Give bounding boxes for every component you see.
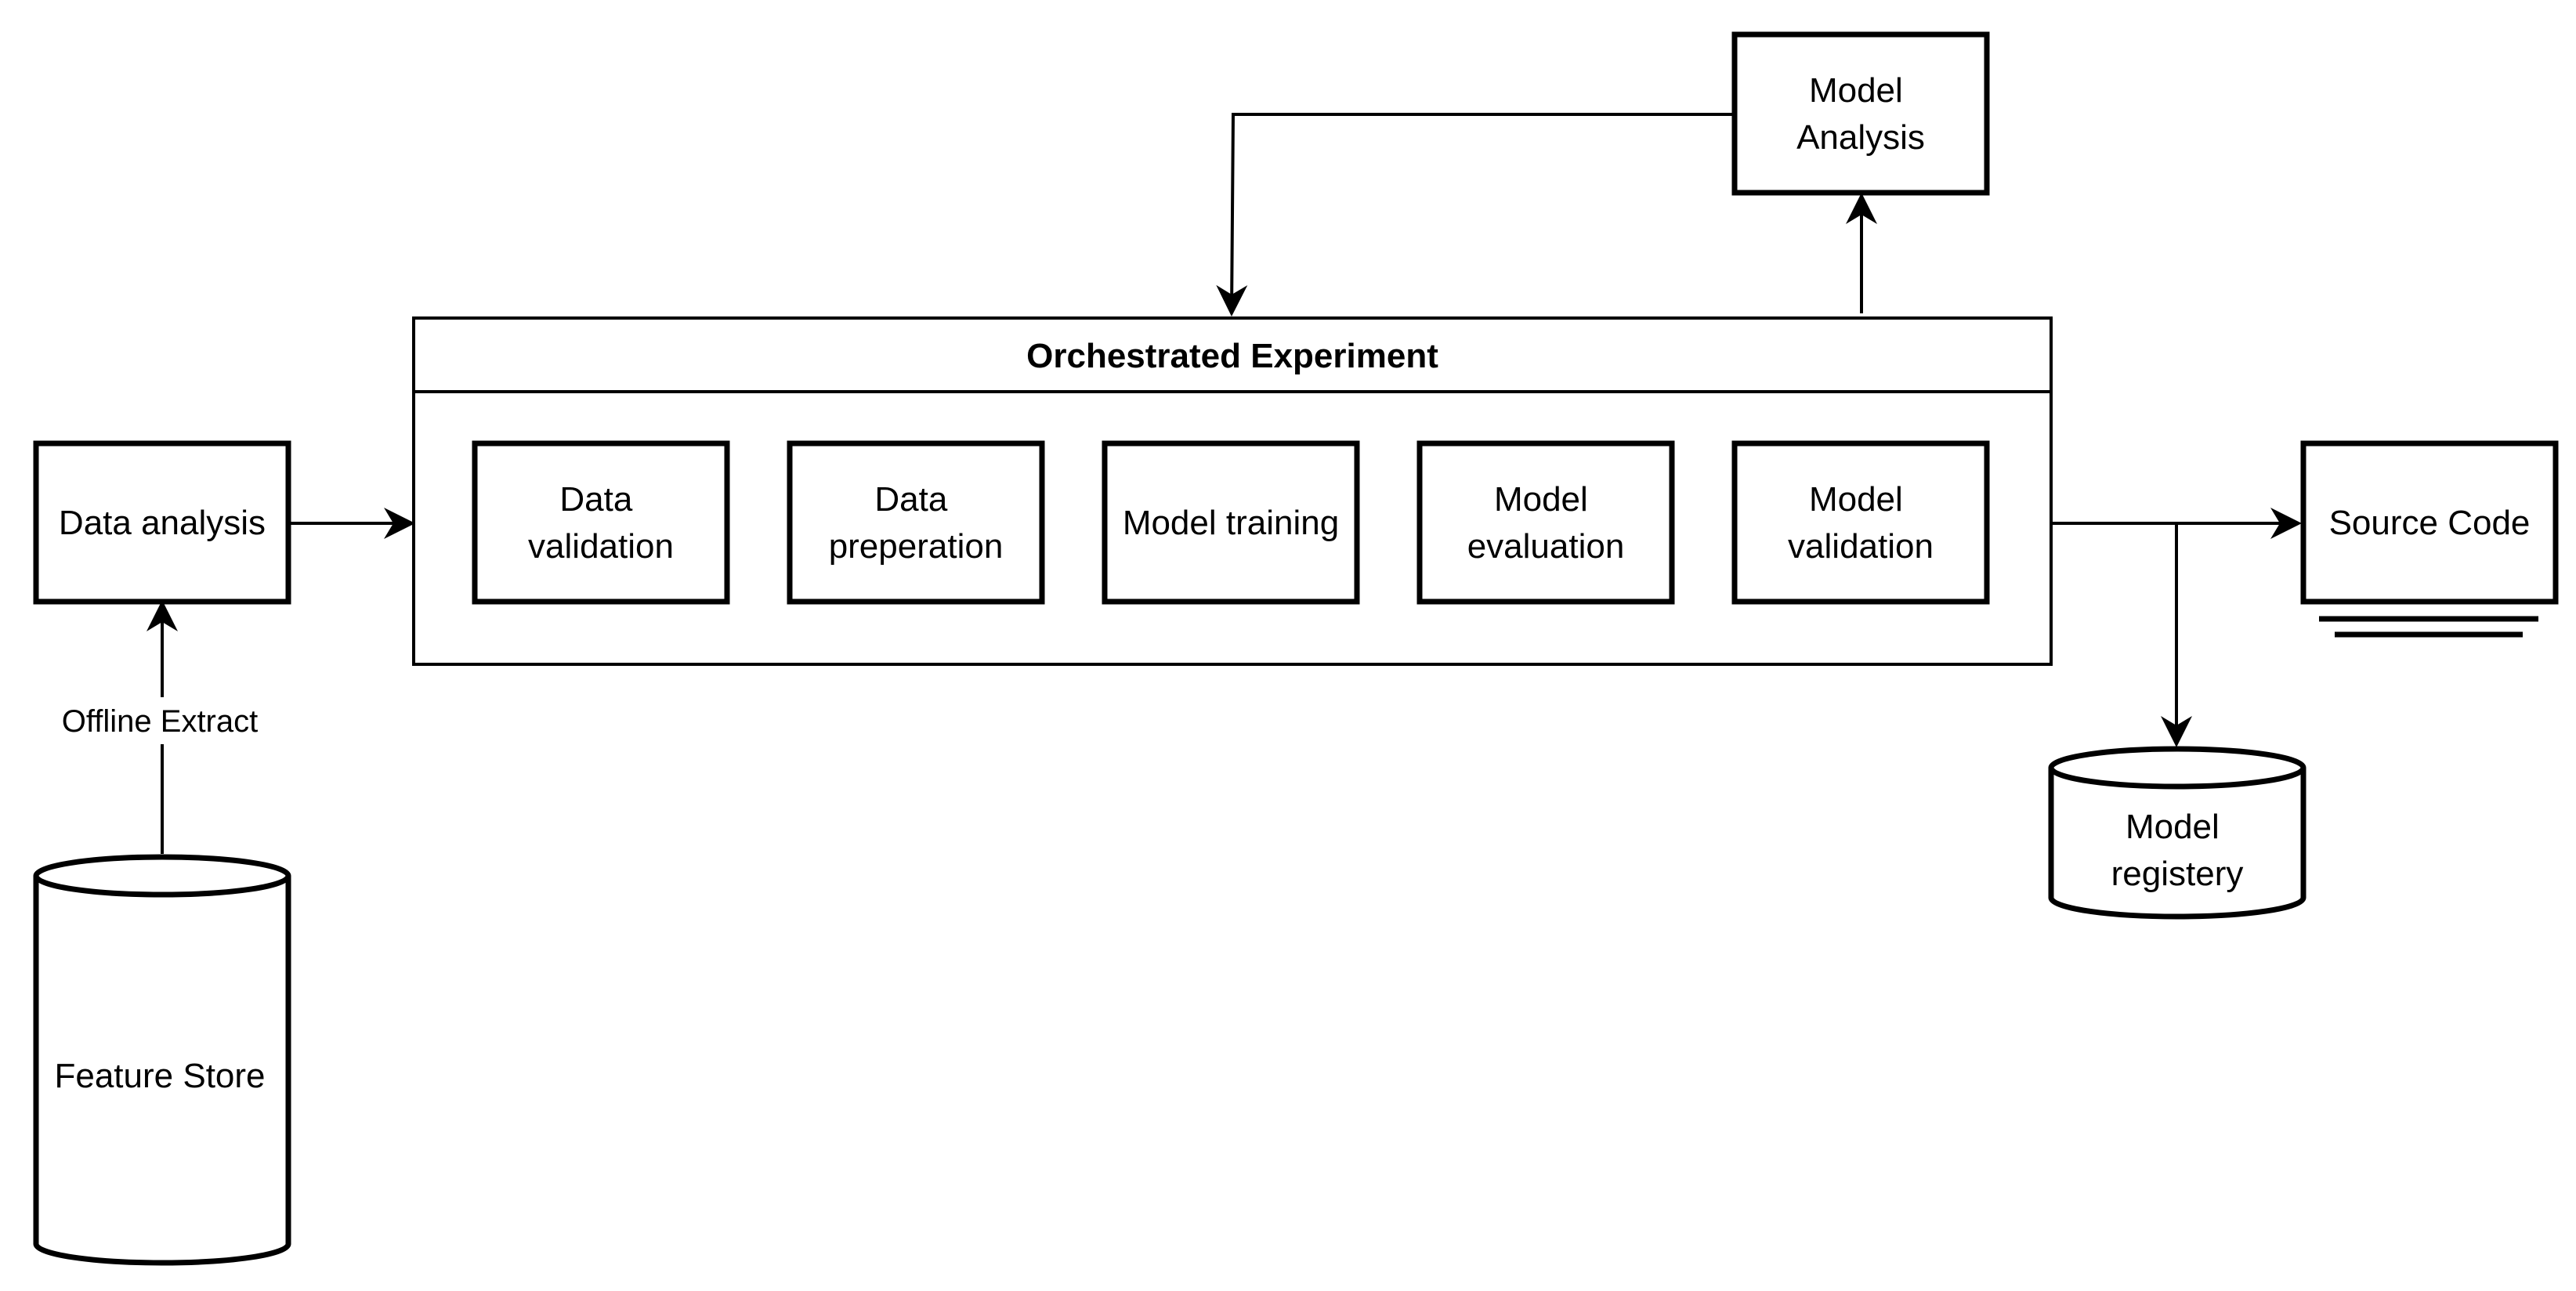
data-preparation-box[interactable]: Data preperation: [787, 440, 1045, 605]
source-code-box[interactable]: Source Code: [2300, 440, 2559, 638]
model-registry-cylinder[interactable]: Model registery: [2048, 746, 2306, 920]
offline-extract-label: Offline Extract: [62, 704, 258, 739]
model-validation-label: Model validation: [1788, 480, 1934, 566]
feature-store-cylinder[interactable]: Feature Store: [33, 854, 291, 1266]
container-title: Orchestrated Experiment: [1026, 337, 1438, 375]
model-evaluation-box[interactable]: Model evaluation: [1416, 440, 1675, 605]
edge-model-analysis-to-experiment: [1216, 113, 1735, 316]
model-registry-label: Model registery: [2111, 808, 2244, 893]
source-code-label: Source Code: [2329, 504, 2531, 542]
data-preparation-label: Data preperation: [829, 480, 1004, 566]
feature-store-label: Feature Store: [54, 1057, 265, 1095]
data-analysis-label: Data analysis: [59, 504, 266, 542]
data-validation-box[interactable]: Data validation: [472, 440, 730, 605]
model-analysis-box[interactable]: Model Analysis: [1731, 31, 1990, 196]
data-analysis-box[interactable]: Data analysis: [33, 440, 291, 605]
model-analysis-label: Model Analysis: [1796, 71, 1925, 157]
model-training-box[interactable]: Model training: [1102, 440, 1360, 605]
data-validation-label: Data validation: [528, 480, 674, 566]
model-validation-box[interactable]: Model validation: [1731, 440, 1990, 605]
model-evaluation-label: Model evaluation: [1467, 480, 1625, 566]
model-training-label: Model training: [1123, 504, 1339, 542]
offline-extract-label-bg: [47, 697, 277, 744]
